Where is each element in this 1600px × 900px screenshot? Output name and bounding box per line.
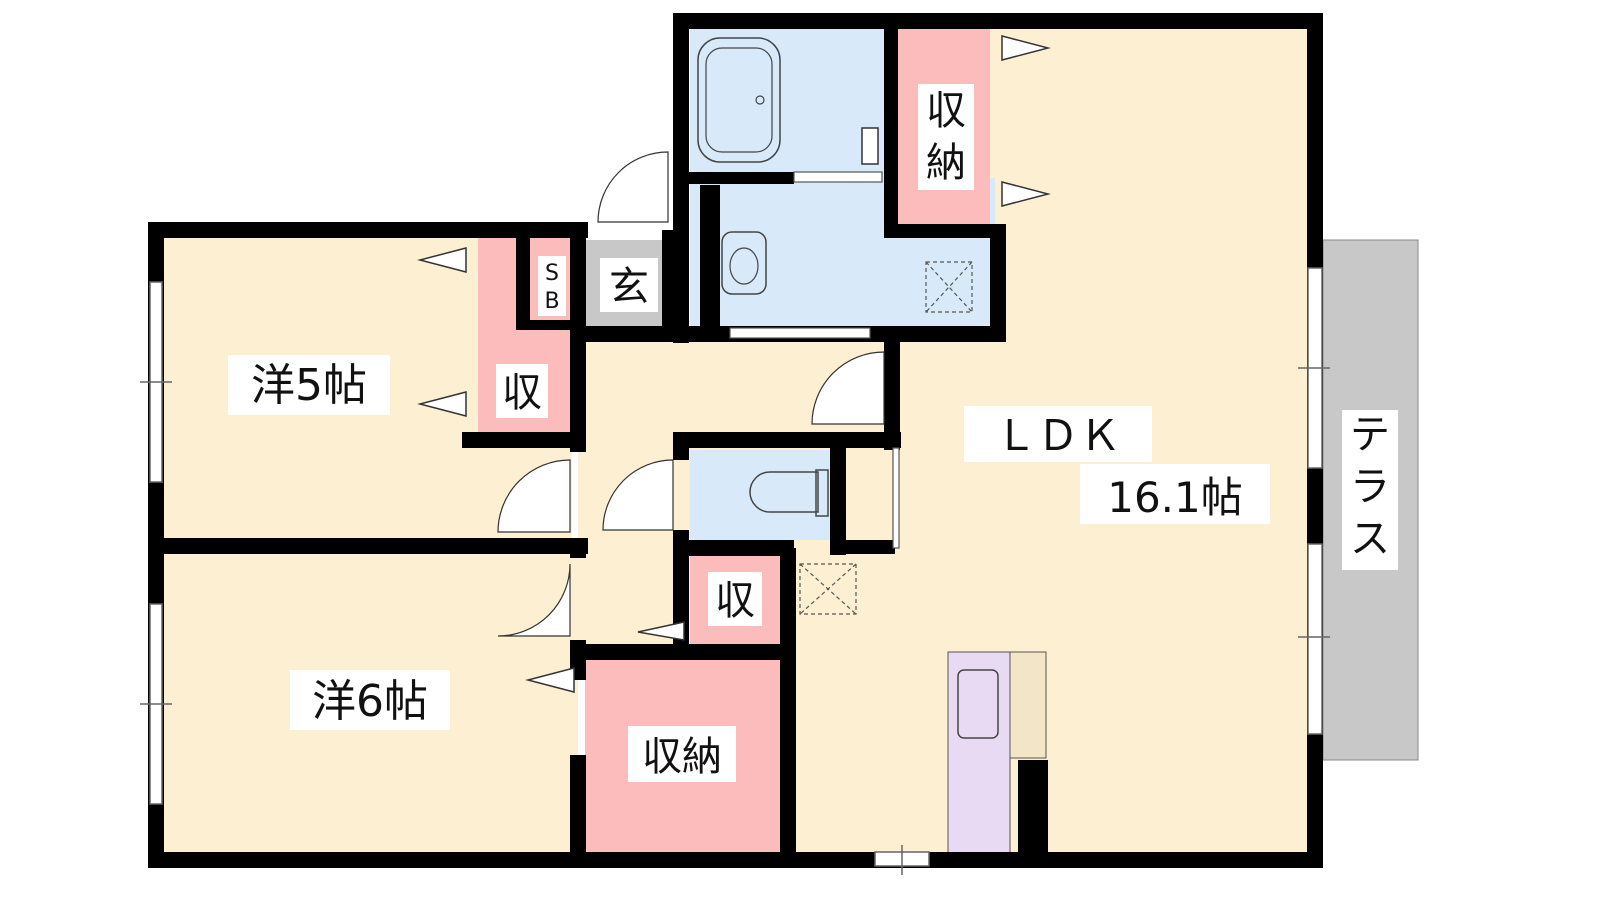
toilet-icon [749, 469, 829, 517]
storage-west5-label: 収 [502, 370, 542, 416]
shoe-box-label-2: B [544, 289, 559, 314]
room-label-ldk: ＬＤＫ [995, 411, 1121, 460]
toilet [690, 450, 840, 540]
shoe-box-label-1: S [545, 261, 559, 286]
terrace-label-3: ス [1350, 516, 1390, 562]
room-label-western-6: 洋6帖 [312, 676, 428, 727]
entrance-label: 玄 [609, 264, 649, 310]
vent-icon [799, 261, 973, 615]
terrace-label-2: ラ [1350, 464, 1390, 510]
bathroom [690, 28, 886, 178]
room-size-ldk: 16.1帖 [1107, 473, 1243, 522]
storage-hall-label: 収 [715, 578, 755, 624]
sink-icon [957, 669, 999, 739]
doors [497, 151, 885, 637]
walls [148, 13, 1323, 868]
fridge-space [1009, 651, 1047, 759]
storage-top-label-1: 収 [926, 88, 966, 134]
windows [149, 267, 1323, 867]
bathtub [697, 37, 781, 163]
room-label-western-5: 洋5帖 [251, 360, 367, 411]
storage-big-label: 収納 [642, 734, 722, 780]
wash-basin-icon [721, 231, 767, 295]
storage-top-label-2: 納 [926, 140, 966, 186]
terrace-label-1: テ [1350, 412, 1390, 458]
